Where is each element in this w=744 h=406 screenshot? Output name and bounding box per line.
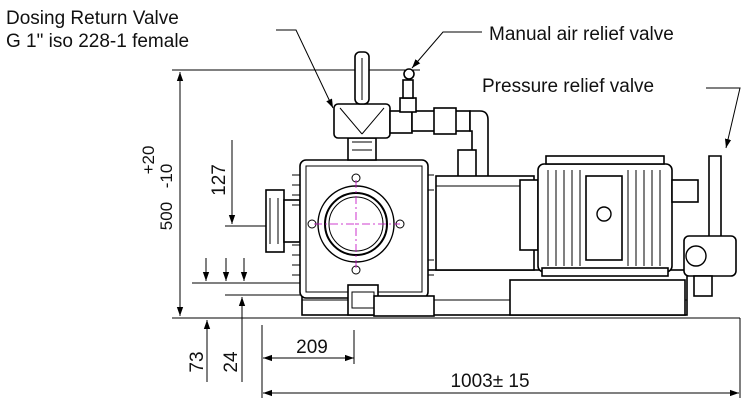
dim-209: 209 bbox=[296, 337, 328, 358]
dim-height-nominal: 500 bbox=[157, 202, 176, 230]
pressure-relief-label: Pressure relief valve bbox=[482, 76, 654, 97]
manual-air-relief-label: Manual air relief valve bbox=[489, 24, 674, 45]
dosing-valve-label: Dosing Return Valve bbox=[6, 8, 179, 29]
dim-24: 24 bbox=[221, 351, 242, 373]
dimension-lines bbox=[176, 72, 739, 397]
dim-height-tol-minus: -10 bbox=[157, 164, 176, 189]
dim-height-tol-plus: +20 bbox=[139, 146, 158, 175]
dosing-valve-thread-label: G 1" iso 228-1 female bbox=[6, 31, 189, 52]
dim-overall-length: 1003± 15 bbox=[450, 371, 529, 392]
pump-drawing bbox=[265, 51, 737, 317]
dim-73: 73 bbox=[187, 351, 208, 372]
dim-center-height: 127 bbox=[209, 164, 230, 196]
leader-lines bbox=[276, 29, 741, 149]
